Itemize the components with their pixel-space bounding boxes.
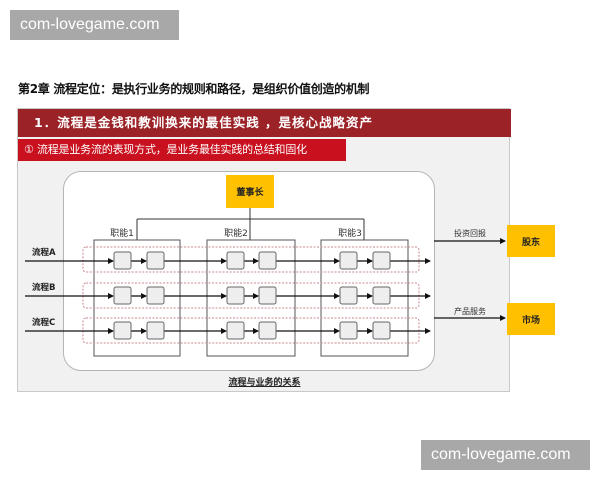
step-box (226, 251, 245, 270)
step-box (226, 321, 245, 340)
step-box (258, 251, 277, 270)
watermark-top: com-lovegame.com (10, 10, 179, 40)
chairman-label: 董事长 (236, 186, 264, 198)
output-connectors (434, 238, 506, 321)
step-box (372, 286, 391, 305)
process-steps (113, 251, 391, 340)
process-band-a (82, 246, 420, 273)
function-label-3: 职能3 (338, 227, 362, 239)
step-box (339, 286, 358, 305)
org-connectors (136, 208, 365, 240)
step-box (146, 251, 165, 270)
slide-banner: 1．流程是金钱和教训换来的最佳实践 ，是核心战略资产 (18, 109, 511, 137)
step-box (113, 321, 132, 340)
step-box (113, 251, 132, 270)
chairman-node (226, 175, 274, 208)
shareholders-label: 股东 (522, 236, 540, 248)
process-flows (25, 258, 431, 334)
watermark-bottom: com-lovegame.com (421, 440, 590, 470)
step-box (372, 321, 391, 340)
step-box (146, 321, 165, 340)
output-edge-label-products: 产品服务 (454, 306, 486, 316)
step-box (339, 321, 358, 340)
output-edge-label-investment: 投资回报 (454, 228, 486, 238)
step-box (258, 321, 277, 340)
step-box (258, 286, 277, 305)
market-node (507, 303, 555, 335)
function-label-2: 职能2 (224, 227, 248, 239)
market-label: 市场 (522, 314, 540, 326)
diagram-caption: 流程与业务的关系 (228, 378, 301, 388)
process-label-a: 流程A (32, 247, 56, 258)
step-box (113, 286, 132, 305)
function-column-1 (93, 239, 181, 357)
process-label-b: 流程B (32, 282, 55, 293)
function-column-3 (320, 239, 409, 357)
function-column-2 (206, 239, 296, 357)
function-label-1: 职能1 (110, 227, 134, 239)
slide-sub-banner: ① 流程是业务流的表现方式，是业务最佳实践的总结和固化 (18, 139, 346, 161)
step-box (226, 286, 245, 305)
chapter-title: 第2章 流程定位：是执行业务的规则和路径，是组织价值创造的机制 (18, 82, 370, 96)
process-label-c: 流程C (32, 317, 55, 328)
step-box (372, 251, 391, 270)
step-box (146, 286, 165, 305)
shareholders-node (507, 225, 555, 257)
step-box (339, 251, 358, 270)
function-columns (93, 239, 409, 357)
